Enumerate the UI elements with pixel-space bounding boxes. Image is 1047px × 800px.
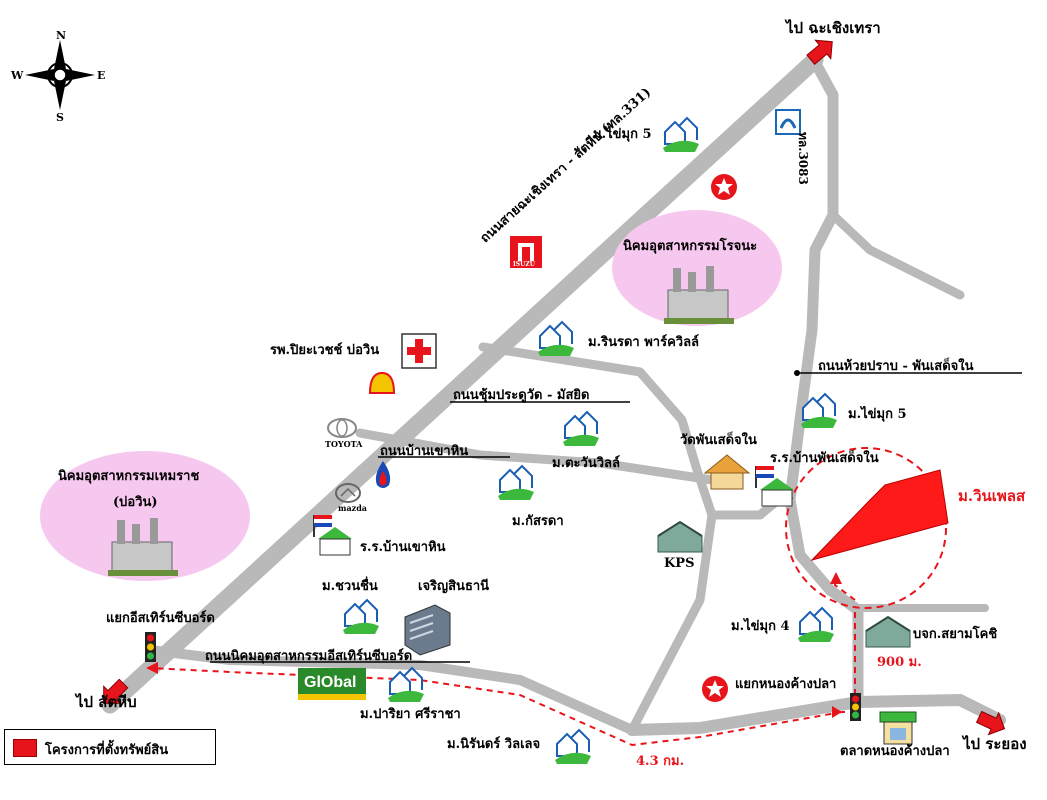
- caltex-star-icon: [702, 676, 728, 702]
- compass-n: N: [56, 29, 66, 42]
- charoensin-label: เจริญสินธานี: [418, 579, 490, 594]
- village-nirun: ม.นิรันดร์ วิลเลจ: [447, 737, 541, 752]
- temple-icon: [703, 454, 751, 490]
- mazda-label: mazda: [338, 503, 367, 513]
- village-kasada: ม.กัสรดา: [512, 514, 564, 529]
- school-icon: [755, 466, 794, 507]
- legend-swatch: [13, 739, 37, 757]
- route-43km: [149, 667, 843, 747]
- factory-icon: [664, 266, 734, 324]
- traffic-light-icon: [850, 693, 861, 721]
- toyota-label: TOYOTA: [325, 439, 363, 449]
- property-project-label: ม.วินเพลส: [958, 487, 1026, 505]
- dest-chachoengsao: ไป ฉะเชิงเทรา: [786, 19, 881, 37]
- school-icon: [313, 515, 352, 556]
- arrow-north-icon: [806, 39, 833, 66]
- compass-rose-icon: [25, 40, 95, 110]
- hemaraj-estate-area: [40, 451, 250, 581]
- village-icon: [343, 116, 837, 764]
- legend-label: โครงการที่ตั้งทรัพย์สิน: [45, 743, 169, 758]
- village-khaimuk5-top: ม.ไข่มุก 5: [593, 127, 652, 142]
- road-khao-hin-south: [627, 510, 717, 735]
- dest-sattahip: ไป สัตหีบ: [76, 693, 137, 711]
- route-to-property: [833, 574, 856, 601]
- toyota-logo-icon: [327, 418, 357, 438]
- property-project-shape: [810, 469, 949, 561]
- map-legend: โครงการที่ตั้งทรัพย์สิน: [4, 729, 216, 765]
- rojana-estate-label: นิคมอุตสาหกรรมโรจนะ: [623, 239, 758, 254]
- road-khao-hin-label: ถนนบ้านเขาหิน: [380, 444, 469, 459]
- route-3083-label: ทล.3083: [796, 132, 810, 185]
- hospital-label: รพ.ปิยะเวชช์ บ่อวิน: [270, 343, 380, 358]
- hemaraj-estate-label: นิคมอุตสาหกรรมเหมราช: [58, 469, 200, 484]
- compass-w: W: [10, 69, 24, 82]
- hospital-cross-icon: [401, 333, 437, 369]
- warehouse-icon: [865, 615, 911, 648]
- route-arrow-icon: [830, 572, 842, 584]
- distance-900m: 900 ม.: [877, 655, 922, 670]
- route-3083: [784, 56, 864, 706]
- arrow-east-icon: [975, 710, 1006, 736]
- highway-331: [101, 51, 824, 714]
- road-main-south: [626, 694, 1006, 736]
- road-chum-pradu-label: ถนนชุ้มประดูวัด - มัสยิด: [453, 388, 590, 403]
- global-logo-text: GlObal: [304, 674, 356, 691]
- huai-prap-underline: [210, 370, 1022, 663]
- building-icon: [404, 604, 451, 656]
- hemaraj-estate-label-2: (บ่อวิน): [113, 495, 158, 510]
- village-khaimuk5-right: ม.ไข่มุก 5: [848, 407, 907, 422]
- road-eastern-seaboard: [145, 645, 637, 735]
- road-khao-hin: [355, 428, 717, 485]
- route-arrow-icon: [832, 706, 842, 718]
- rojana-estate-area: [612, 210, 782, 326]
- school-khaohin-label: ร.ร.บ้านเขาหิน: [360, 540, 446, 555]
- village-rinrada: ม.รินรดา พาร์ควิลล์: [588, 335, 699, 350]
- temple-label: วัดพันเสด็จใน: [680, 433, 757, 448]
- isuzu-label: ISUZU: [513, 261, 535, 268]
- market-icon: [879, 711, 917, 745]
- junction-nongkhangpla-label: แยกหนองค้างปลา: [735, 677, 837, 692]
- school-phansadet-label: ร.ร.บ้านพันเสด็จใน: [770, 451, 879, 466]
- property-radius: [785, 447, 947, 609]
- global-logo-icon: [298, 668, 366, 700]
- isuzu-logo-icon: [510, 236, 542, 268]
- traffic-light-icon: [145, 632, 156, 662]
- caltex-star-icon: [711, 174, 737, 200]
- compass-e: E: [97, 69, 105, 82]
- siam-kochi-label: บจก.สยามโคชิ: [913, 627, 998, 642]
- junction-eastern-label: แยกอีสเทิร์นซีบอร์ด: [106, 611, 215, 626]
- factory-icon: [108, 518, 178, 576]
- kps-label: KPS: [664, 556, 695, 571]
- mazda-logo-icon: [335, 483, 361, 503]
- road-network: [101, 51, 1006, 736]
- ptt-logo-icon: [375, 461, 391, 488]
- distance-43km: 4.3 กม.: [636, 754, 685, 769]
- warehouse-icon: [657, 520, 703, 553]
- road-huai-prap-label: ถนนห้วยปราบ - พันเสด็จใน: [818, 359, 974, 374]
- dest-rayong: ไป ระยอง: [963, 735, 1027, 753]
- shell-logo-icon: [368, 371, 396, 394]
- road-3083-branch: [828, 210, 965, 300]
- road-eastern-seaboard-label: ถนนนิคมอุตสาหกรรมอีสเทิร์นซีบอร์ด: [205, 649, 413, 664]
- market-label: ตลาดหนองค้างปลา: [840, 744, 950, 759]
- bank-logo-icon: [775, 109, 801, 135]
- village-pariya: ม.ปาริยา ศรีราชา: [360, 707, 461, 722]
- village-takwan: ม.ตะวันวิลล์: [552, 456, 620, 471]
- route-arrow-icon: [146, 662, 158, 674]
- village-khaimuk4: ม.ไข่มุก 4: [731, 619, 790, 634]
- road-chum-pradu: [478, 342, 795, 520]
- arrow-southwest-icon: [103, 678, 129, 704]
- compass-s: S: [56, 111, 64, 124]
- village-chuanchuen: ม.ชวนชื่น: [322, 579, 378, 594]
